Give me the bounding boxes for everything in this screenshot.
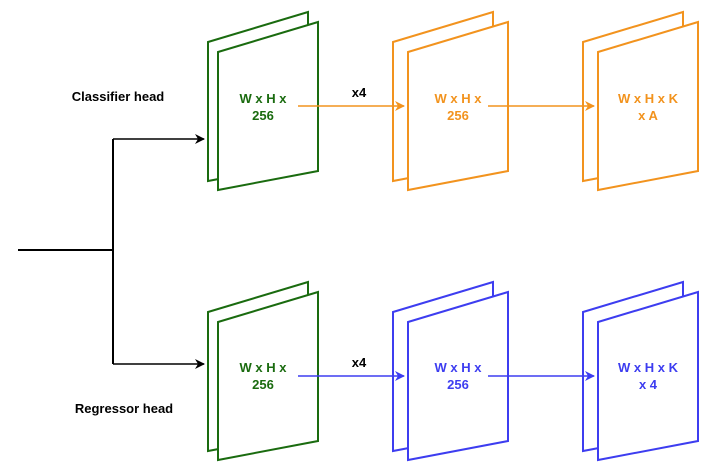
bottom-mid-line1: W x H x — [435, 360, 483, 375]
top-mid-block: W x H x 256 — [392, 10, 509, 192]
top-repeat-label: x4 — [352, 85, 367, 100]
top-mid-line1: W x H x — [435, 91, 483, 106]
top-output-line2: x A — [638, 108, 658, 123]
bottom-mid-line2: 256 — [447, 377, 469, 392]
top-input-line2: 256 — [252, 108, 274, 123]
bottom-mid-block: W x H x 256 — [392, 280, 509, 462]
bottom-output-block: W x H x K x 4 — [582, 280, 699, 462]
top-mid-line2: 256 — [447, 108, 469, 123]
classifier-head-label: Classifier head — [72, 89, 165, 104]
bottom-input-block: W x H x 256 — [207, 280, 319, 462]
bottom-output-line2: x 4 — [639, 377, 658, 392]
bottom-input-line1: W x H x — [240, 360, 288, 375]
top-input-block: W x H x 256 — [207, 10, 319, 192]
bottom-input-line2: 256 — [252, 377, 274, 392]
regressor-head-label: Regressor head — [75, 401, 173, 416]
input-branch — [18, 134, 205, 369]
bottom-output-line1: W x H x K — [618, 360, 679, 375]
bottom-repeat-label: x4 — [352, 355, 367, 370]
top-input-line1: W x H x — [240, 91, 288, 106]
top-output-line1: W x H x K — [618, 91, 679, 106]
top-output-block: W x H x K x A — [582, 10, 699, 192]
